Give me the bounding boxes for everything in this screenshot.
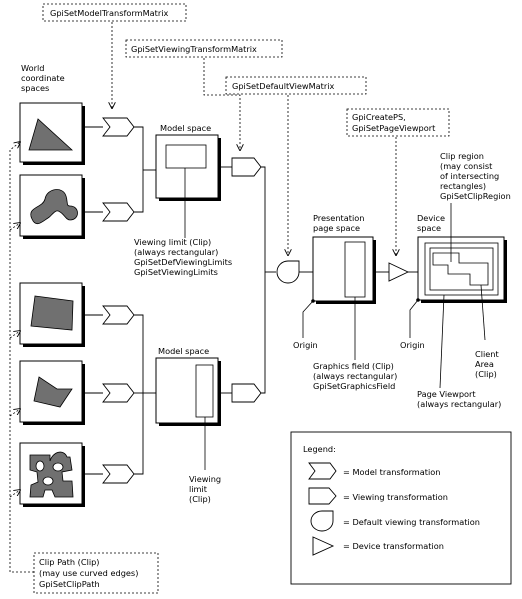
- clip-region-5: GpiSetClipRegion: [440, 191, 511, 201]
- model-transform-symbols: [102, 117, 135, 484]
- pentagon-shape: [33, 376, 73, 408]
- device-space: [416, 236, 507, 303]
- blob-shape: [30, 189, 78, 225]
- legend-default-viewing-symbol: [310, 510, 334, 532]
- world-space-quad: [19, 282, 85, 347]
- viewing-limit-top-2: (always rectangular): [134, 247, 218, 257]
- presentation-label-2: page space: [313, 223, 360, 233]
- viewing-limit-top-1: Viewing limit (Clip): [134, 237, 211, 247]
- world-spaces-label-2: coordinate: [21, 73, 65, 83]
- create-ps-callout-line1: GpiCreatePS,: [352, 112, 406, 122]
- presentation-origin-label: Origin: [293, 340, 318, 350]
- quad-shape: [30, 295, 74, 331]
- client-area-3: (Clip): [475, 369, 497, 379]
- model-transform-callout-text: GpiSetModelTransformMatrix: [50, 8, 168, 18]
- legend-viewing-text: = Viewing transformation: [343, 492, 448, 502]
- clip-region-3: of intersecting: [440, 171, 499, 181]
- world-connectors: [82, 126, 156, 475]
- create-ps-callout-line2: GpiSetPageViewport: [352, 123, 436, 133]
- clip-path-2: (may use curved edges): [39, 568, 138, 578]
- model-to-page-connectors: [218, 166, 276, 394]
- page-viewport-1: Page Viewport: [417, 389, 476, 399]
- clip-path-3: GpiSetClipPath: [39, 579, 100, 589]
- presentation-page-space: [311, 236, 376, 304]
- world-spaces-label-3: spaces: [21, 83, 49, 93]
- viewing-transform-symbol: [231, 383, 262, 403]
- legend-default-viewing-text: = Default viewing transformation: [343, 517, 480, 527]
- clip-path-leaders: [9, 142, 34, 573]
- model-transform-symbol: [102, 305, 135, 325]
- client-area-1: Client: [475, 349, 499, 359]
- world-space-blob: [19, 174, 85, 239]
- world-spaces-label-1: World: [21, 63, 44, 73]
- viewing-limit-bottom-3: (Clip): [189, 494, 211, 504]
- presentation-label-1: Presentation: [313, 213, 364, 223]
- viewing-limit-bottom-2: limit: [189, 484, 208, 494]
- page-viewport-2: (always rectangular): [417, 399, 501, 409]
- create-ps-callout: GpiCreatePS, GpiSetPageViewport: [346, 108, 450, 137]
- graphics-field-3: GpiSetGraphicsField: [313, 381, 395, 391]
- model-transform-symbol: [102, 464, 135, 484]
- callout-leaders: [112, 22, 396, 255]
- default-view-callout: GpiSetDefaultViewMatrix: [225, 76, 367, 95]
- client-area-2: Area: [475, 359, 494, 369]
- viewing-transform-callout: GpiSetViewingTransformMatrix: [125, 39, 283, 58]
- viewing-transform-symbol: [231, 157, 262, 177]
- legend-model-symbol: [308, 462, 337, 480]
- legend-box: [290, 431, 512, 585]
- model-space-top-label: Model space: [160, 123, 211, 133]
- default-viewing-transform-symbol: [276, 260, 300, 284]
- viewing-limit-rect: [165, 144, 207, 169]
- graphics-field-1: Graphics field (Clip): [313, 361, 394, 371]
- model-transform-symbol: [102, 383, 135, 403]
- legend-title: Legend:: [303, 444, 336, 454]
- legend-model-text: = Model transformation: [343, 467, 441, 477]
- device-transform-symbol: [388, 262, 410, 282]
- clip-region-shape: [432, 252, 489, 286]
- legend: Legend: = Model transformation = Viewing…: [290, 431, 512, 585]
- legend-viewing-symbol: [308, 487, 337, 505]
- legend-device-symbol: [312, 536, 335, 556]
- viewing-limit-bottom-1: Viewing: [189, 474, 221, 484]
- clip-region-4: rectangles): [440, 181, 486, 191]
- world-space-triangle: [19, 102, 85, 165]
- viewing-transform-symbols: [231, 157, 262, 403]
- viewing-limit-top-3: GpiSetDefViewingLimits: [134, 257, 232, 267]
- model-space-bottom: [155, 357, 221, 426]
- clip-region-2: (may consist: [440, 161, 493, 171]
- clip-region-1: Clip region: [440, 151, 484, 161]
- model-transform-symbol: [102, 202, 135, 222]
- viewing-limit-rect: [195, 364, 214, 418]
- clip-path-callout: Clip Path (Clip) (may use curved edges) …: [33, 552, 159, 594]
- legend-device-text: = Device transformation: [343, 541, 444, 551]
- triangle-shape: [28, 118, 74, 151]
- device-label-1: Device: [417, 213, 445, 223]
- device-label-2: space: [417, 223, 441, 233]
- client-area-rect: [429, 247, 494, 291]
- viewing-limit-top-4: GpiSetViewingLimits: [134, 267, 218, 277]
- device-origin-label: Origin: [400, 340, 425, 350]
- graphics-field-2: (always rectangular): [313, 371, 397, 381]
- default-view-callout-text: GpiSetDefaultViewMatrix: [232, 81, 335, 91]
- page-viewport-rect: [424, 242, 499, 296]
- world-space-puzzle: [19, 442, 85, 507]
- model-transform-callout: GpiSetModelTransformMatrix: [42, 3, 187, 22]
- world-space-pentagon: [19, 360, 85, 425]
- model-space-top: [155, 134, 221, 201]
- model-transform-symbol: [102, 117, 135, 137]
- model-space-bottom-label: Model space: [158, 346, 209, 356]
- clip-path-1: Clip Path (Clip): [39, 557, 100, 567]
- viewing-transform-callout-text: GpiSetViewingTransformMatrix: [131, 44, 257, 54]
